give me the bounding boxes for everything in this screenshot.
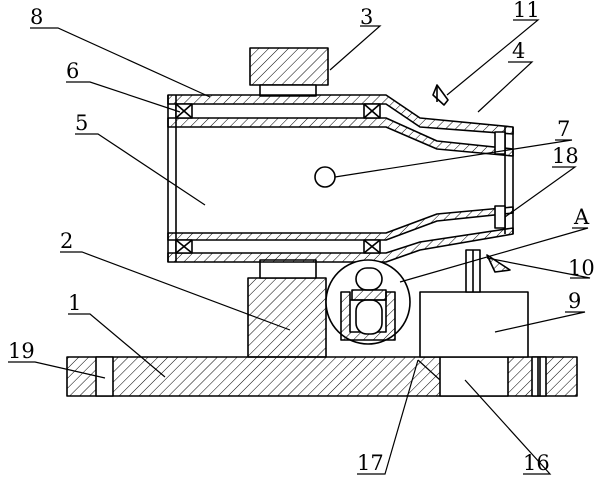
top-block <box>249 47 329 86</box>
label-3: 3 <box>360 5 373 29</box>
leader-17 <box>357 359 419 475</box>
label-8: 8 <box>30 5 43 29</box>
leader-19 <box>8 361 106 379</box>
leader-4 <box>477 61 534 113</box>
label-11: 11 <box>513 0 540 22</box>
leader-3 <box>329 25 382 71</box>
leader-A <box>399 227 589 283</box>
leader-5 <box>75 133 206 206</box>
leader-2 <box>60 251 291 331</box>
nozzle-ring-top <box>494 131 506 155</box>
leader-10 <box>486 257 591 279</box>
label-A: A <box>573 205 590 229</box>
base-hole-right <box>531 356 547 397</box>
center-pin <box>314 166 336 188</box>
label-2: 2 <box>60 229 73 253</box>
label-9: 9 <box>568 289 581 313</box>
nozzle-ring-bottom <box>494 205 506 229</box>
leader-1 <box>68 313 166 378</box>
label-7: 7 <box>557 117 570 141</box>
leader-6 <box>66 81 181 113</box>
label-4: 4 <box>512 39 525 63</box>
label-1: 1 <box>68 291 81 315</box>
drive-box <box>419 291 529 358</box>
support-column <box>247 277 327 358</box>
leader-18 <box>504 166 577 218</box>
label-18: 18 <box>552 144 579 168</box>
label-16: 16 <box>523 451 550 475</box>
label-19: 19 <box>8 339 35 363</box>
fin <box>432 84 449 106</box>
label-6: 6 <box>66 59 79 83</box>
label-5: 5 <box>75 111 88 135</box>
leader-11 <box>446 19 540 96</box>
label-17: 17 <box>357 451 384 475</box>
leader-16 <box>464 379 552 475</box>
label-10: 10 <box>568 256 595 280</box>
leader-8 <box>30 27 211 98</box>
leader-9 <box>494 311 586 333</box>
leader-7 <box>334 139 573 178</box>
outer-shell-top <box>167 94 514 135</box>
